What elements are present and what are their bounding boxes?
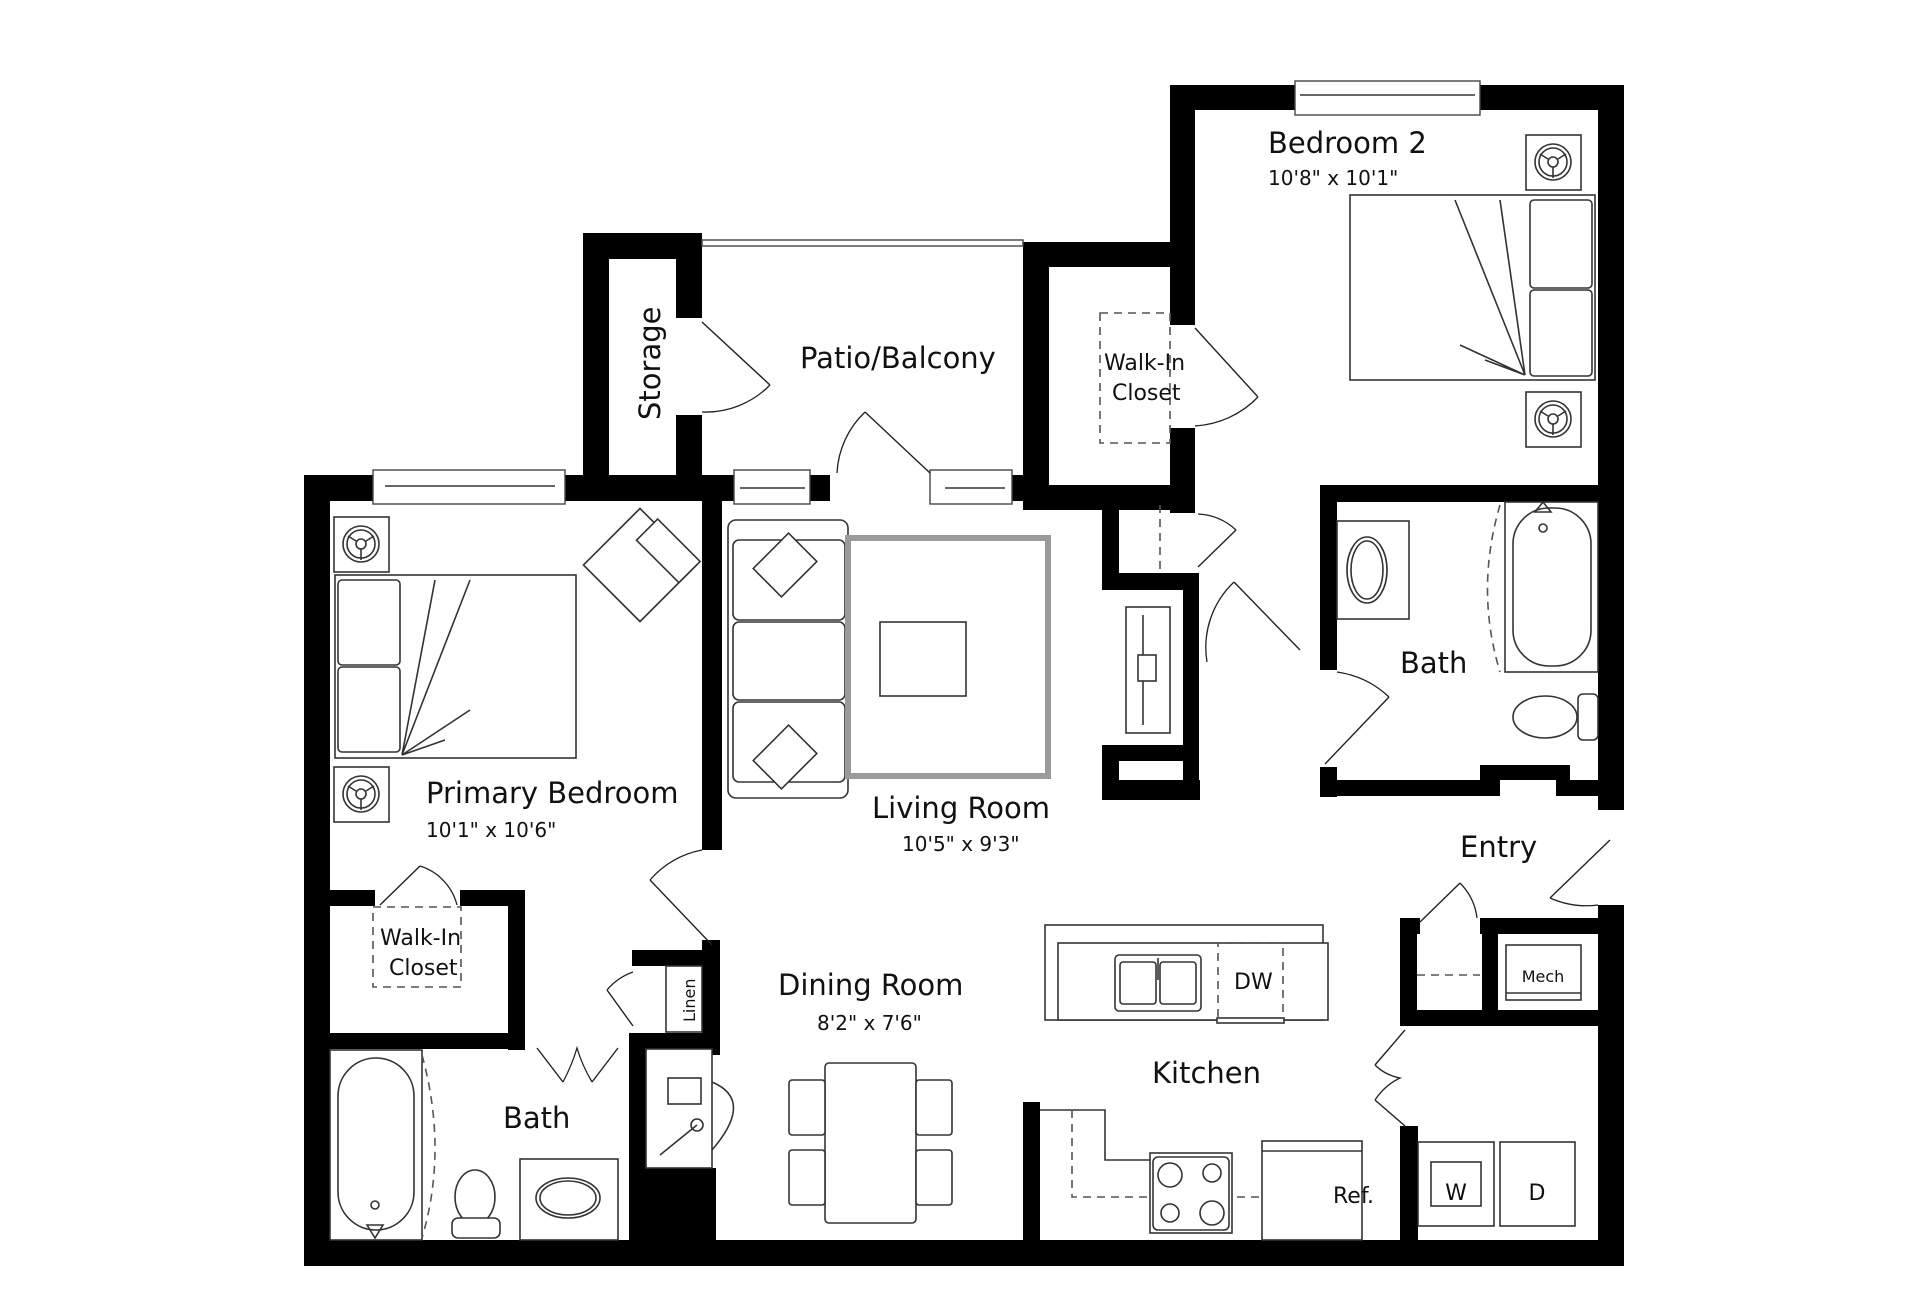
range-icon — [1149, 1152, 1233, 1234]
refrigerator — [1261, 1140, 1363, 1241]
toilet-icon — [1512, 693, 1599, 741]
kitchen-island — [1044, 924, 1329, 1021]
closet-bed2-door[interactable] — [1194, 327, 1259, 427]
sofa-icon — [727, 519, 849, 799]
primary-bedroom-dimensions: 10'1" x 10'6" — [426, 818, 556, 842]
mech-unit — [1505, 944, 1582, 1001]
primary-bath-double-door[interactable] — [536, 1045, 619, 1083]
window-icon — [372, 469, 566, 505]
doors — [379, 321, 1611, 1127]
dishwasher — [1216, 942, 1285, 1024]
room-labels: Bedroom 2 10'8" x 10'1" Patio/Balcony St… — [380, 126, 1564, 1209]
sink-icon — [1336, 520, 1410, 620]
closet-bed2-line2: Closet — [1112, 381, 1181, 406]
bedroom2-door[interactable] — [1205, 581, 1301, 663]
primary-bedroom-door[interactable] — [649, 849, 713, 946]
coat-closet-door[interactable] — [1419, 882, 1478, 923]
storage-door[interactable] — [701, 321, 771, 413]
living-room-name: Living Room — [872, 791, 1050, 825]
bathtub-icon — [1504, 500, 1599, 673]
window-icon — [1294, 80, 1481, 116]
patio-railing — [701, 239, 1024, 247]
sink-icon — [519, 1158, 619, 1241]
primary-bedroom-name: Primary Bedroom — [426, 776, 678, 810]
washer-label: W — [1445, 1181, 1467, 1206]
closet-bed2-line1: Walk-In — [1104, 351, 1185, 376]
dining-room-name: Dining Room — [778, 968, 963, 1002]
linen-shelf — [665, 965, 703, 1033]
shower-curtain — [421, 1054, 436, 1239]
closet-shelf — [372, 906, 462, 988]
entry-name: Entry — [1460, 830, 1537, 864]
dryer — [1499, 1141, 1576, 1227]
walls — [304, 85, 1624, 1266]
window-icon — [929, 469, 1013, 505]
tv-console-icon — [1125, 606, 1171, 734]
primary-bath-name: Bath — [503, 1101, 570, 1135]
bathtub-icon — [329, 1049, 423, 1241]
bed-icon — [1349, 194, 1596, 381]
ceiling-fan-icon — [1525, 134, 1582, 191]
mech-label: Mech — [1522, 967, 1565, 986]
dishwasher-label: DW — [1234, 970, 1273, 995]
ceiling-fan-icon — [333, 766, 390, 823]
bed-icon — [334, 574, 577, 759]
patio-name: Patio/Balcony — [800, 341, 996, 375]
kitchen-name: Kitchen — [1152, 1056, 1261, 1090]
bath2-name: Bath — [1400, 646, 1467, 680]
storage-name: Storage — [633, 307, 667, 420]
living-room-dimensions: 10'5" x 9'3" — [902, 832, 1020, 856]
shower-curtain — [1486, 504, 1501, 673]
dining-table-icon — [788, 1062, 953, 1224]
window-icon — [733, 469, 811, 505]
windows — [372, 80, 1481, 505]
bedroom2-dimensions: 10'8" x 10'1" — [1268, 166, 1398, 190]
dining-room-dimensions: 8'2" x 7'6" — [817, 1011, 922, 1035]
linen-name: Linen — [680, 979, 699, 1022]
closet-primary-line1: Walk-In — [380, 926, 461, 951]
closet-primary-line2: Closet — [389, 956, 458, 981]
closet-shelf — [1099, 312, 1171, 444]
armchair-icon — [582, 507, 702, 623]
bath2-door[interactable] — [1324, 671, 1390, 765]
washer — [1417, 1141, 1495, 1227]
laundry-bifold-door[interactable] — [1374, 1029, 1406, 1127]
linen-door[interactable] — [606, 971, 634, 1027]
entry-door[interactable] — [1549, 839, 1611, 907]
dryer-label: D — [1529, 1181, 1546, 1206]
hall-closet-door[interactable] — [1197, 513, 1237, 568]
desk-icon — [645, 1048, 735, 1169]
ceiling-fan-icon — [333, 516, 390, 573]
primary-closet-door[interactable] — [379, 865, 458, 906]
patio-door[interactable] — [836, 411, 931, 474]
refrigerator-label: Ref. — [1333, 1184, 1374, 1209]
area-rug — [845, 535, 1051, 779]
ceiling-fan-icon — [1525, 391, 1582, 448]
coffee-table — [879, 621, 967, 697]
toilet-icon — [451, 1169, 501, 1239]
bedroom2-name: Bedroom 2 — [1268, 126, 1427, 160]
